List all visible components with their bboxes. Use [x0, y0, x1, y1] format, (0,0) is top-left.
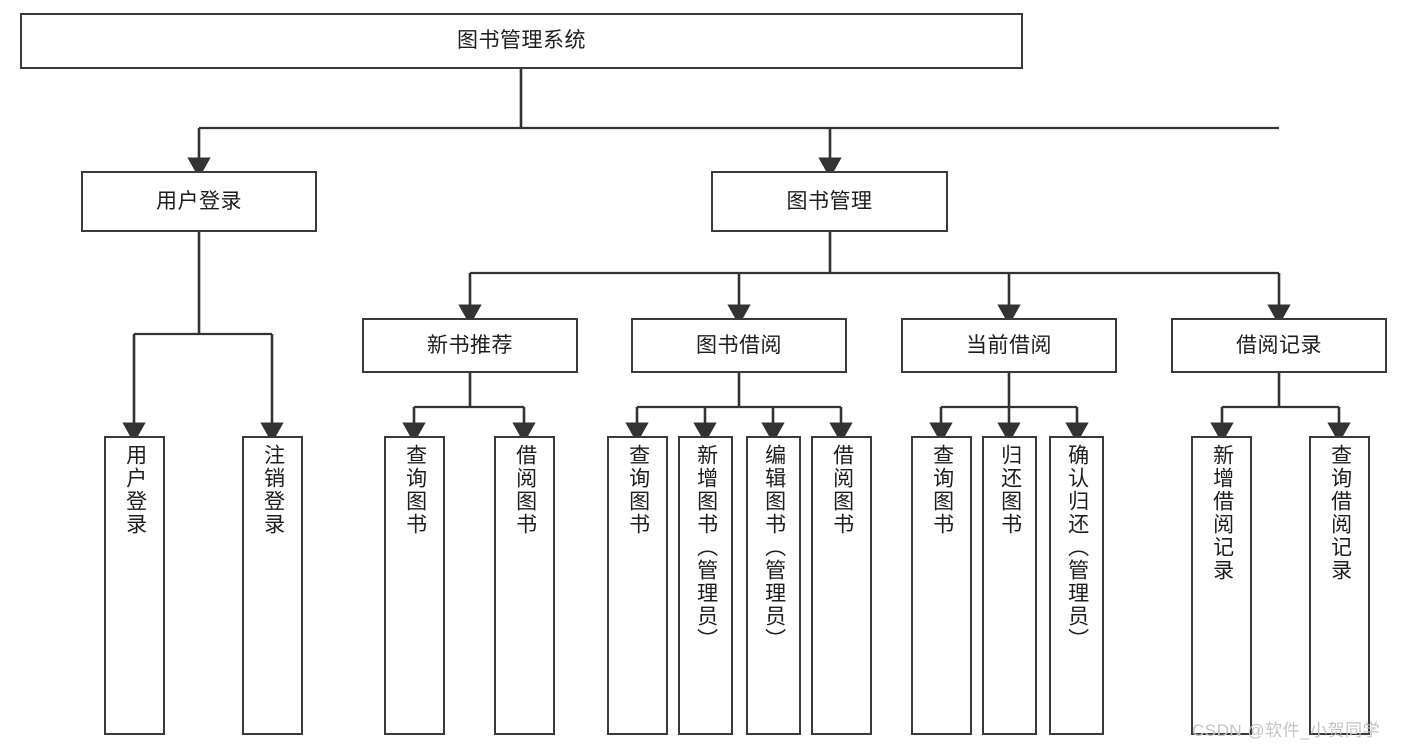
leaf-record-query-record[interactable]: 查询借阅记录	[1309, 436, 1370, 735]
node-label: 新增借阅记录	[1210, 444, 1234, 582]
node-label: 归还图书	[998, 444, 1022, 536]
node-label: 查询图书	[626, 444, 650, 536]
leaf-borrow-query-book[interactable]: 查询图书	[607, 436, 668, 735]
node-label: 查询借阅记录	[1328, 444, 1352, 582]
leaf-record-add-record[interactable]: 新增借阅记录	[1191, 436, 1252, 735]
node-book-management[interactable]: 图书管理	[711, 171, 948, 232]
leaf-recommend-query-book[interactable]: 查询图书	[384, 436, 445, 735]
node-user-login[interactable]: 用户登录	[81, 171, 317, 232]
leaf-user-login-login[interactable]: 用户登录	[104, 436, 165, 735]
leaf-borrow-edit-book-admin[interactable]: 编辑图书（管理员）	[746, 436, 801, 735]
node-label: 用户登录	[156, 189, 242, 213]
node-label: 查询图书	[403, 444, 427, 536]
leaf-current-confirm-return-admin[interactable]: 确认归还（管理员）	[1049, 436, 1104, 735]
node-label: 编辑图书（管理员）	[762, 444, 786, 651]
node-label: 新增图书（管理员）	[694, 444, 718, 651]
node-label: 新书推荐	[427, 333, 513, 357]
leaf-user-login-logout[interactable]: 注销登录	[242, 436, 303, 735]
node-label: 借阅图书	[513, 444, 537, 536]
leaf-current-query-book[interactable]: 查询图书	[911, 436, 972, 735]
node-label: 注销登录	[261, 444, 285, 536]
watermark-text: CSDN @软件_小贺同学	[1192, 721, 1381, 740]
leaf-borrow-borrow-book[interactable]: 借阅图书	[811, 436, 872, 735]
leaf-recommend-borrow-book[interactable]: 借阅图书	[494, 436, 555, 735]
leaf-borrow-add-book-admin[interactable]: 新增图书（管理员）	[678, 436, 733, 735]
node-new-book-recommend[interactable]: 新书推荐	[362, 318, 578, 373]
node-label: 当前借阅	[966, 333, 1052, 357]
node-label: 图书借阅	[696, 333, 782, 357]
node-label: 图书管理系统	[457, 29, 586, 53]
node-label: 图书管理	[786, 189, 873, 213]
node-label: 借阅记录	[1236, 333, 1322, 357]
node-root-system[interactable]: 图书管理系统	[20, 13, 1023, 69]
node-label: 借阅图书	[830, 444, 854, 536]
leaf-current-return-book[interactable]: 归还图书	[982, 436, 1037, 735]
node-label: 确认归还（管理员）	[1065, 444, 1089, 651]
node-label: 用户登录	[123, 444, 147, 536]
node-label: 查询图书	[930, 444, 954, 536]
node-borrow-record[interactable]: 借阅记录	[1171, 318, 1387, 373]
node-book-borrow[interactable]: 图书借阅	[631, 318, 847, 373]
node-current-borrow[interactable]: 当前借阅	[901, 318, 1117, 373]
